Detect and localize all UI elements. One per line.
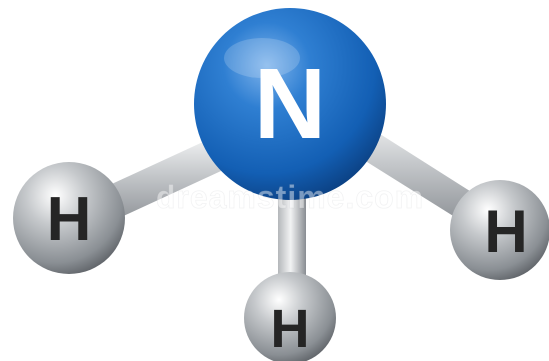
hydrogen-atom-bottom: H [244,272,336,361]
hydrogen-atom-right: H [450,180,549,280]
bond-left [90,135,234,224]
nitrogen-label: N [254,48,326,160]
hydrogen-label-bottom: H [271,299,310,359]
nitrogen-atom: N [194,8,386,200]
hydrogen-atom-left: H [13,162,125,274]
watermark-text: dreamstime.com [156,179,424,215]
hydrogen-label-right: H [484,198,527,265]
hydrogen-label-left: H [47,185,92,254]
